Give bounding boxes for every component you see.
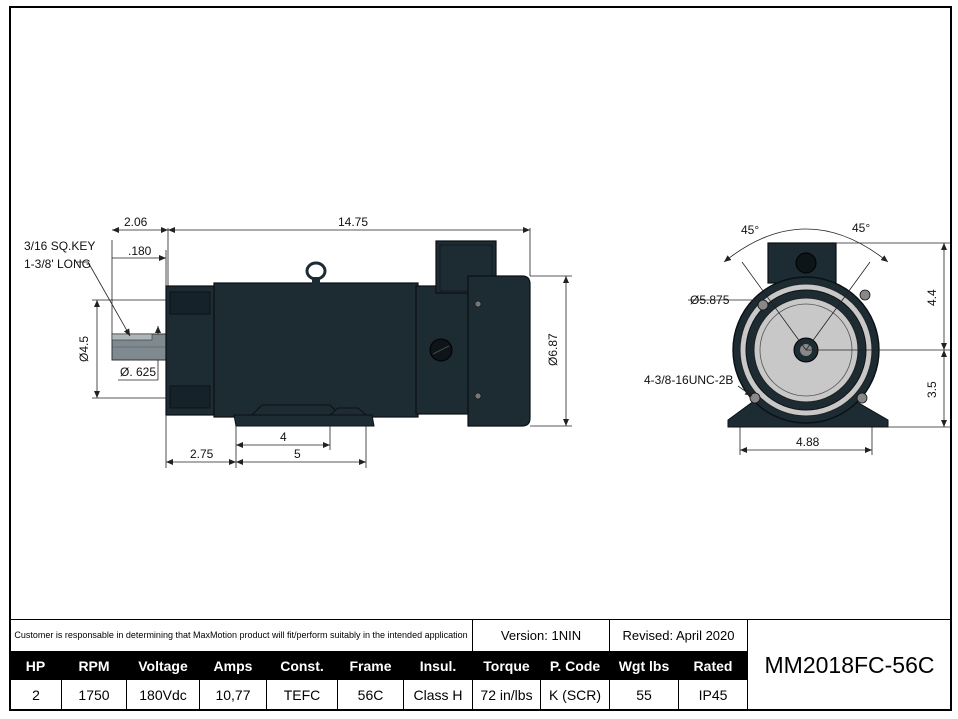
bolt-holes xyxy=(749,289,871,404)
spec-header-pcode: P. Code xyxy=(541,652,610,680)
spec-header-amps: Amps xyxy=(200,652,267,680)
spec-header-hp: HP xyxy=(10,652,62,680)
spec-value-amps: 10,77 xyxy=(200,680,267,710)
spec-value-insul: Class H xyxy=(404,680,473,710)
spec-header-frame: Frame xyxy=(338,652,404,680)
key-note-line-2: 1-3/8' LONG xyxy=(24,257,91,271)
spec-header-voltage: Voltage xyxy=(127,652,200,680)
side-view-dimensions xyxy=(76,227,572,468)
model-number: MM2018FC-56C xyxy=(748,619,951,710)
spec-header-torque: Torque xyxy=(473,652,541,680)
lifting-eye xyxy=(305,261,327,281)
dim-pilot-dia: Ø4.5 xyxy=(77,336,91,362)
spec-header-rated: Rated xyxy=(679,652,748,680)
spec-value-rated: IP45 xyxy=(679,680,748,710)
dim-shaft-ext: 2.06 xyxy=(124,215,148,229)
brush-cover xyxy=(467,275,531,427)
key-note-line-1: 3/16 SQ.KEY xyxy=(24,239,95,253)
spec-value-voltage: 180Vdc xyxy=(127,680,200,710)
dim-foot-5: 5 xyxy=(294,447,301,461)
version-label: Version: 1NIN xyxy=(473,619,610,652)
dim-foot-width: 4.88 xyxy=(796,435,820,449)
title-block: Customer is responsable in determining t… xyxy=(10,619,951,710)
motor-base xyxy=(233,414,375,427)
side-view-labels: 2.06 14.75 .180 3/16 SQ.KEY 1-3/8' LONG … xyxy=(24,215,560,461)
spec-header-const: Const. xyxy=(267,652,338,680)
spec-header-rpm: RPM xyxy=(62,652,127,680)
disclaimer-text: Customer is responsable in determining t… xyxy=(10,619,473,652)
front-view-labels: 45° 45° Ø5.875 4-3/8-16UNC-2B 4.4 3.5 4.… xyxy=(644,221,939,449)
dim-key-offset: .180 xyxy=(128,244,152,258)
dim-height-bottom: 3.5 xyxy=(925,381,939,398)
spec-header-insul: Insul. xyxy=(404,652,473,680)
dim-angle-left: 45° xyxy=(741,223,759,237)
spec-value-hp: 2 xyxy=(10,680,62,710)
revised-label: Revised: April 2020 xyxy=(610,619,748,652)
dim-shaft-dia: Ø. 625 xyxy=(120,365,156,379)
dim-thread: 4-3/8-16UNC-2B xyxy=(644,373,733,387)
dim-height-top: 4.4 xyxy=(925,289,939,306)
spec-header-weight: Wgt lbs xyxy=(610,652,679,680)
spec-value-frame: 56C xyxy=(338,680,404,710)
spec-value-pcode: K (SCR) xyxy=(541,680,610,710)
dim-foot-4: 4 xyxy=(280,430,287,444)
front-view-dimensions xyxy=(688,228,950,455)
spec-value-torque: 72 in/lbs xyxy=(473,680,541,710)
dim-angle-right: 45° xyxy=(852,221,870,235)
motor-side-view xyxy=(111,240,531,427)
dim-overall-length: 14.75 xyxy=(338,215,368,229)
spec-value-rpm: 1750 xyxy=(62,680,127,710)
shaft-key xyxy=(111,333,153,341)
motor-body xyxy=(213,282,419,418)
dim-bolt-circle: Ø5.875 xyxy=(690,293,730,307)
spec-value-weight: 55 xyxy=(610,680,679,710)
dim-body-dia: Ø6.87 xyxy=(546,333,560,366)
spec-value-const: TEFC xyxy=(267,680,338,710)
dim-foot-275: 2.75 xyxy=(190,447,214,461)
